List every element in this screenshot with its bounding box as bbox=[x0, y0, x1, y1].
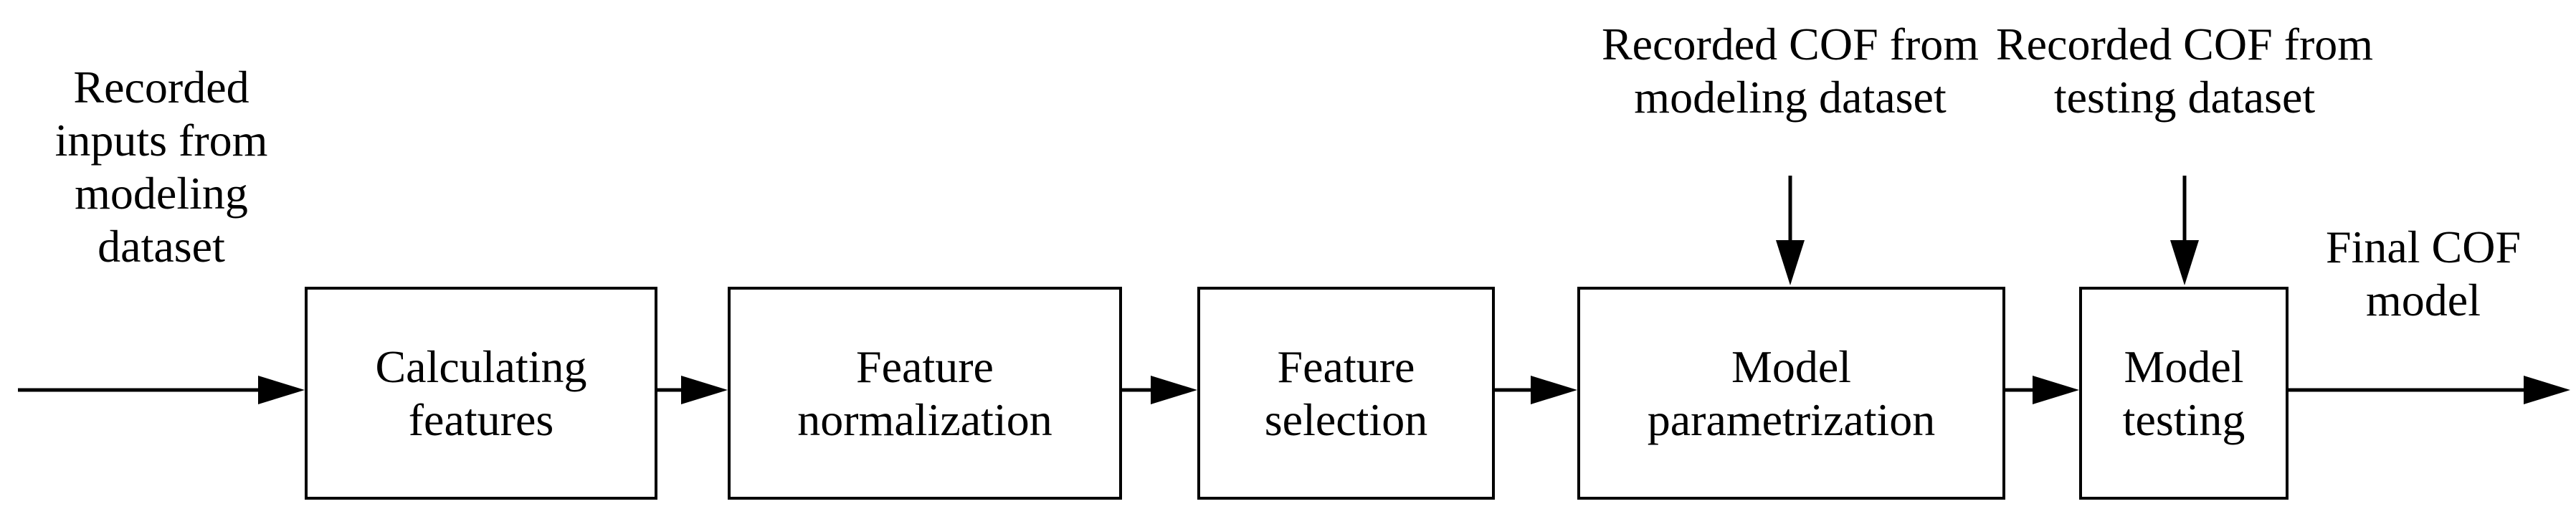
box-label-line: selection bbox=[1264, 394, 1428, 445]
output-label: Final COF model bbox=[2280, 221, 2567, 327]
box-feature-normalization: Feature normalization bbox=[728, 287, 1122, 500]
cof-modeling-label-line: Recorded COF from bbox=[1601, 19, 1979, 70]
box-label-line: Feature bbox=[1277, 341, 1415, 392]
box-feature-selection: Feature selection bbox=[1197, 287, 1495, 500]
cof-testing-label: Recorded COF from testing dataset bbox=[1936, 18, 2433, 124]
box-label-line: Model bbox=[2124, 341, 2244, 392]
arrow-input-to-calculating bbox=[18, 376, 305, 404]
arrow-selection-to-parametrization bbox=[1495, 376, 1577, 404]
input-label-line: modeling bbox=[75, 168, 248, 219]
box-label-line: Feature bbox=[856, 341, 994, 392]
input-label: Recorded inputs from modeling dataset bbox=[18, 61, 305, 273]
box-model-parametrization: Model parametrization bbox=[1577, 287, 2005, 500]
box-calculating-features: Calculating features bbox=[305, 287, 657, 500]
box-label-line: normalization bbox=[797, 394, 1052, 445]
arrow-cof-modeling-down bbox=[1776, 176, 1805, 285]
arrow-calculating-to-normalization bbox=[657, 376, 728, 404]
cof-modeling-label-line: modeling dataset bbox=[1634, 72, 1947, 123]
output-label-line: model bbox=[2366, 275, 2481, 325]
cof-modeling-label: Recorded COF from modeling dataset bbox=[1446, 18, 2134, 124]
input-label-line: inputs from bbox=[54, 115, 268, 166]
box-model-testing: Model testing bbox=[2079, 287, 2289, 500]
input-label-line: Recorded bbox=[73, 62, 249, 113]
box-label-line: Calculating bbox=[375, 341, 587, 392]
box-label-line: parametrization bbox=[1647, 394, 1936, 445]
arrow-normalization-to-selection bbox=[1122, 376, 1197, 404]
arrow-parametrization-to-testing bbox=[2005, 376, 2079, 404]
arrow-cof-testing-down bbox=[2170, 176, 2199, 285]
cof-testing-label-line: Recorded COF from bbox=[1995, 19, 2374, 70]
output-label-line: Final COF bbox=[2325, 222, 2522, 272]
box-label-line: Model bbox=[1731, 341, 1852, 392]
arrow-testing-to-output bbox=[2289, 376, 2570, 404]
input-label-line: dataset bbox=[98, 221, 225, 272]
cof-testing-label-line: testing dataset bbox=[2053, 72, 2316, 123]
box-label-line: testing bbox=[2122, 394, 2245, 445]
box-label-line: features bbox=[408, 394, 554, 445]
